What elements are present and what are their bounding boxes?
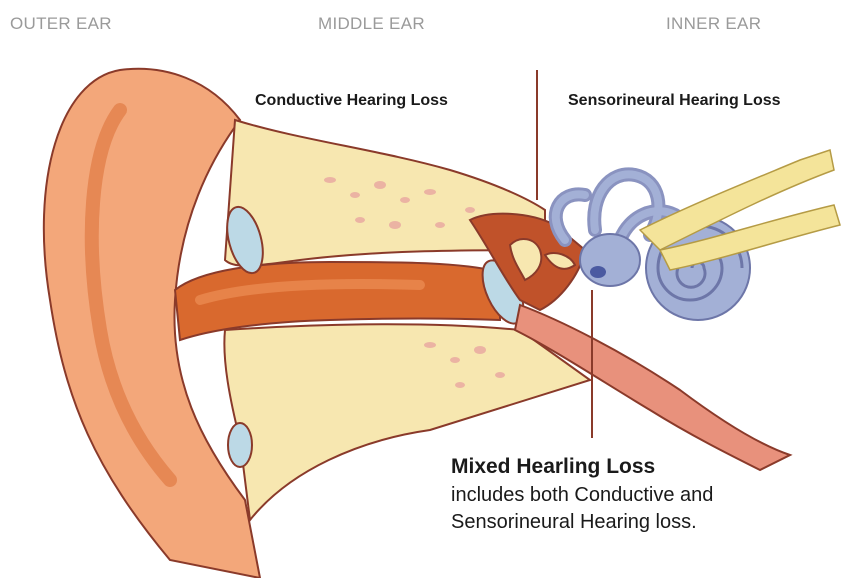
vestibule: [580, 234, 640, 286]
label-conductive-hearing-loss: Conductive Hearing Loss: [255, 92, 448, 110]
region-label-outer-ear: OUTER EAR: [10, 14, 112, 34]
region-label-middle-ear: MIDDLE EAR: [318, 14, 425, 34]
region-label-inner-ear: INNER EAR: [666, 14, 761, 34]
lower-cartilage: [228, 423, 252, 467]
mixed-hearing-loss-desc-line1: includes both Conductive and: [451, 482, 841, 509]
mixed-hearing-loss-desc-line2: Sensorineural Hearing loss.: [451, 509, 841, 536]
oval-window: [590, 266, 606, 278]
mixed-hearing-loss-title: Mixed Hearling Loss: [451, 455, 841, 479]
mixed-hearing-loss-callout: Mixed Hearling Loss includes both Conduc…: [451, 455, 841, 536]
label-sensorineural-hearing-loss: Sensorineural Hearing Loss: [568, 92, 781, 110]
